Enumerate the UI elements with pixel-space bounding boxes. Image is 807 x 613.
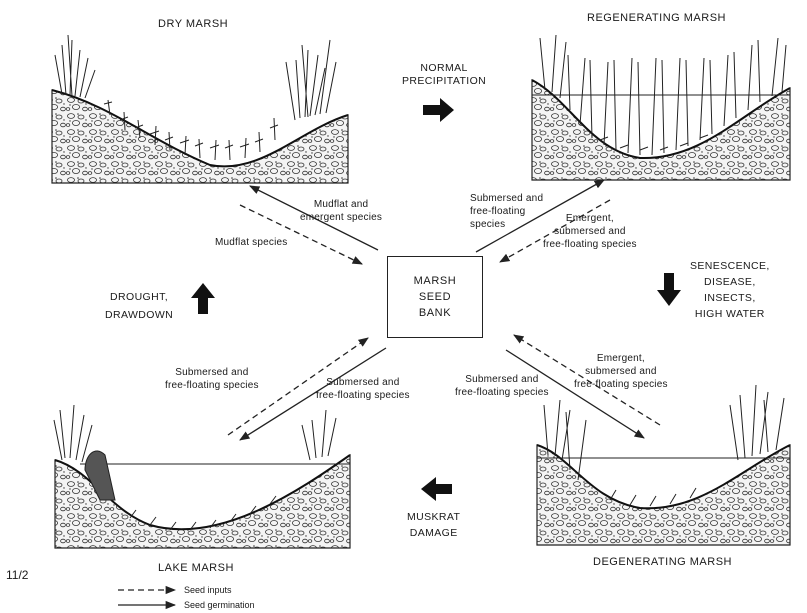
degenerating-seed-input-label: Emergent, submersed and free-floating sp… xyxy=(574,352,668,391)
legend-seed-inputs-label: Seed inputs xyxy=(184,585,232,596)
degenerating-germination-label: Submersed and free-floating species xyxy=(455,373,549,399)
normal-precipitation-label: NORMAL PRECIPITATION xyxy=(402,62,486,88)
down-arrow-icon xyxy=(657,273,681,306)
lake-marsh-title: LAKE MARSH xyxy=(158,562,234,575)
regenerating-marsh-title: REGENERATING MARSH xyxy=(587,12,726,25)
seed-bank-line-3: BANK xyxy=(419,305,451,321)
regenerating-seed-input-label: Emergent, submersed and free-floating sp… xyxy=(543,212,637,251)
muskrat-damage-label: MUSKRAT DAMAGE xyxy=(407,509,460,541)
dry-germination-label: Mudflat and emergent species xyxy=(300,198,382,224)
marsh-seed-bank-box: MARSH SEED BANK xyxy=(387,256,483,338)
regenerating-marsh-illustration xyxy=(532,35,790,180)
seed-bank-line-2: SEED xyxy=(419,289,451,305)
lake-seed-input-label: Submersed and free-floating species xyxy=(165,366,259,392)
degenerating-marsh-illustration xyxy=(537,385,790,545)
drought-drawdown-label: DROUGHT, DRAWDOWN xyxy=(105,288,173,324)
senescence-label: SENESCENCE, DISEASE, INSECTS, HIGH WATER xyxy=(690,258,770,322)
up-arrow-icon xyxy=(191,283,215,314)
legend-seed-germination-label: Seed germination xyxy=(184,600,255,611)
page-number: 11/2 xyxy=(6,568,28,582)
legend xyxy=(118,590,175,605)
regenerating-germination-label: Submersed and free-floating species xyxy=(470,192,543,231)
degenerating-marsh-title: DEGENERATING MARSH xyxy=(593,556,732,569)
dry-marsh-illustration xyxy=(52,35,348,183)
dry-seed-input-label: Mudflat species xyxy=(215,236,287,249)
lake-germination-label: Submersed and free-floating species xyxy=(316,376,410,402)
left-arrow-icon xyxy=(421,477,452,501)
right-arrow-icon xyxy=(423,98,454,122)
seed-bank-line-1: MARSH xyxy=(414,273,457,289)
lake-marsh-illustration xyxy=(54,405,350,548)
dry-marsh-title: DRY MARSH xyxy=(158,18,228,31)
